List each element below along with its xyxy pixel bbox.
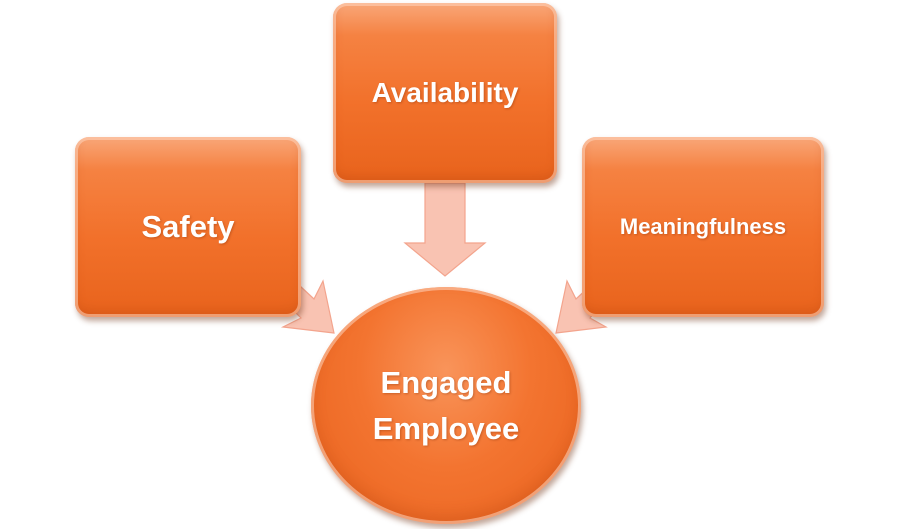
availability-node: Availability bbox=[333, 3, 557, 183]
engaged-employee-node: Engaged Employee bbox=[311, 287, 581, 524]
engaged-employee-label-line1: Engaged bbox=[380, 364, 512, 400]
engaged-employee-label-line2: Employee bbox=[372, 410, 520, 446]
meaningfulness-node: Meaningfulness bbox=[582, 137, 824, 317]
arrow-availability-to-engaged bbox=[403, 182, 487, 277]
safety-label: Safety bbox=[141, 209, 235, 244]
safety-node: Safety bbox=[75, 137, 301, 317]
meaningfulness-label: Meaningfulness bbox=[619, 214, 787, 239]
availability-label: Availability bbox=[371, 77, 519, 108]
